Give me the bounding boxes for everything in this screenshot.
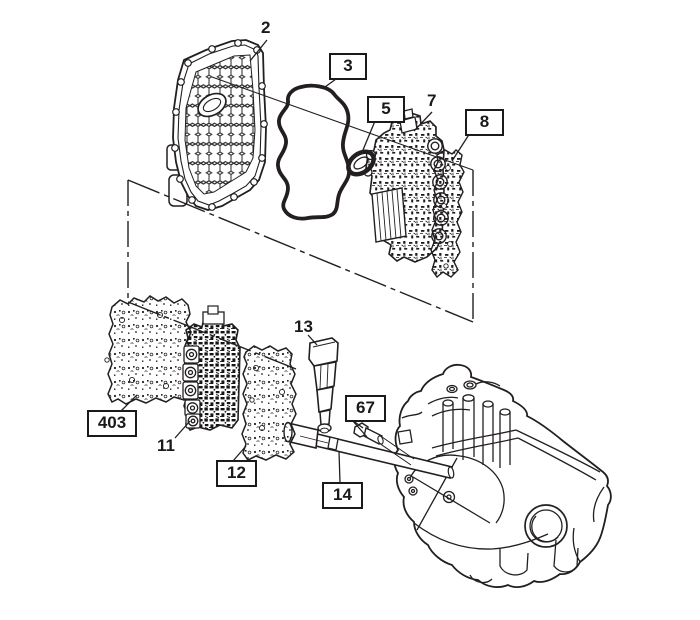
callout-13: 13 [294,317,313,336]
part-8-valve-body-gasket [430,149,465,279]
case-bottom-mounts [469,539,579,584]
part-14-fluid-pipe [283,421,455,479]
case-axle-bore [524,504,568,548]
bolt-axis-lines [378,436,415,466]
plate-12-outline [241,345,297,461]
phantom-assembly-plane [127,76,474,370]
valve-body-top-tab [207,305,219,315]
callout-14: 14 [322,482,363,510]
plate-403-outline [107,295,193,405]
part-13-filter [308,337,339,434]
callout-3: 3 [329,53,367,81]
part-11-valve-body [182,305,241,431]
phantom-bottom-diagonal [127,301,297,370]
leader-403 [120,394,138,412]
part-5-seal [346,149,376,177]
part-3-pan-gasket [276,83,351,221]
pan-handle-slot [197,92,227,118]
pan-bolt-holes [171,39,268,211]
solenoid-ribbed-block [371,187,407,243]
leader-lines [120,39,471,484]
callout-8: 8 [465,109,504,137]
case-filler-caps [446,380,477,394]
pan-inner-flange [177,44,262,206]
callout-67: 67 [345,395,386,423]
leader-12 [232,445,247,462]
plate-403-holes [104,311,170,390]
case-mounting-towers [442,394,511,468]
callout-7: 7 [427,91,437,110]
pipe-clamp [327,436,339,451]
callout-5: 5 [367,96,405,124]
part-403-separator-plate [104,295,193,405]
filter-lower [316,386,334,414]
gasket-8-holes [441,165,453,269]
leader-11 [174,420,191,439]
pan-honeycomb [184,54,256,195]
valve-body-bosses [182,345,201,429]
leader-5 [362,120,376,151]
case-outline [393,363,612,588]
callout-2: 2 [261,18,271,37]
part-2-oil-pan [166,39,268,211]
phantom-top-diagonal [127,179,474,323]
bolt-tip [377,435,384,445]
pipe-end [447,466,455,479]
filter-neck [319,409,331,426]
gasket-8-outline [430,149,465,279]
leader-8 [451,132,471,162]
case-left-bosses [397,411,423,496]
leader-7 [413,111,433,132]
part-12-spacer-plate [241,345,297,461]
callout-403: 403 [87,410,137,438]
transmission-case [393,363,612,588]
callout-12: 12 [216,460,257,488]
filter-mid [313,361,337,391]
plate-12-holes [249,364,286,432]
leader-14 [338,450,341,484]
seal-ring-inner [353,156,369,170]
pipe-detail [299,435,329,444]
callout-11: 11 [157,436,175,455]
filter-foot-inner [320,427,329,434]
gasket-loop [276,83,351,221]
filter-mid-lines [319,363,329,390]
filter-top-line [312,341,336,348]
leader-2 [249,39,268,62]
leader-13 [307,334,318,346]
seal-ring [346,149,376,177]
leader-67b [351,419,368,438]
assembly-alignment-line [211,76,474,171]
case-rib-lines [427,381,605,563]
